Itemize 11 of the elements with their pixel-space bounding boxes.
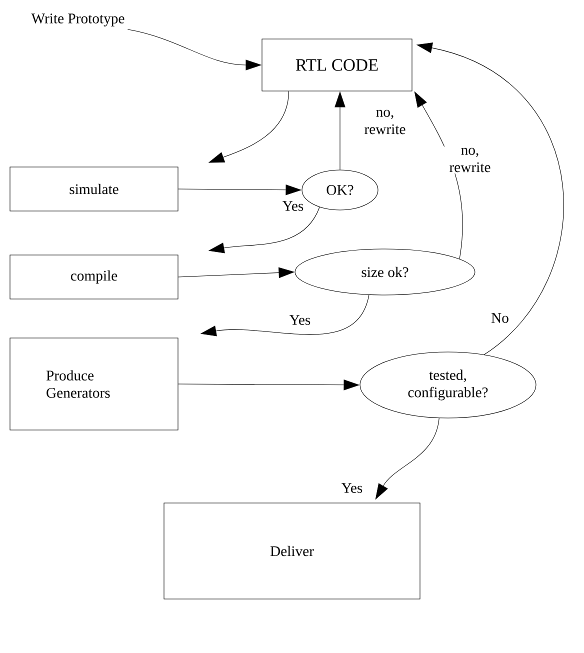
edge-label: Yes bbox=[340, 482, 364, 494]
edge-label: no, rewrite bbox=[356, 108, 414, 136]
edge-label: No bbox=[490, 312, 510, 324]
process-box: RTL CODE bbox=[262, 38, 412, 92]
edge-label: no, rewrite bbox=[440, 146, 500, 174]
start-label: Write Prototype bbox=[31, 14, 124, 26]
edge-label: Yes bbox=[288, 314, 312, 326]
process-box: compile bbox=[10, 254, 178, 300]
process-box: simulate bbox=[10, 166, 178, 212]
process-box: Produce Generators bbox=[10, 338, 178, 430]
process-box: Deliver bbox=[164, 502, 420, 600]
